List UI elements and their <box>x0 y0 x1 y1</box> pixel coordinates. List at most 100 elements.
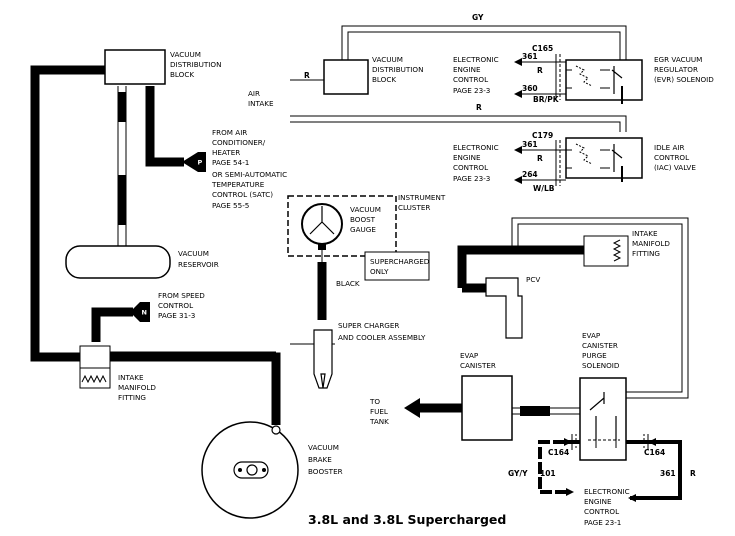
iac-3: (IAC) VALVE <box>654 163 696 172</box>
eec1-3: CONTROL <box>453 75 488 84</box>
intake-left-2: MANIFOLD <box>118 383 156 392</box>
intake-manifold-fitting-left <box>79 345 111 389</box>
egr-solenoid <box>565 59 643 104</box>
vac-dist-right-3: BLOCK <box>372 75 396 84</box>
vac-dist-right-1: VACUUM <box>372 55 403 64</box>
from-ac-4: PAGE 54-1 <box>212 158 249 167</box>
vac-dist-right-2: DISTRIBUTION <box>372 65 423 74</box>
from-speed-1: FROM SPEED <box>158 291 205 300</box>
intake-right-1: INTAKE <box>632 229 658 238</box>
supercharger-1: SUPER CHARGER <box>338 321 399 330</box>
pcv-valve <box>485 277 523 339</box>
ac-marker-label: P <box>198 159 203 167</box>
eec2-3: CONTROL <box>453 163 488 172</box>
supercharger-cooler-assembly <box>313 329 333 389</box>
diagram-title: 3.8L and 3.8L Supercharged <box>308 512 506 527</box>
pcv-hose <box>457 217 689 399</box>
labels: VACUUM DISTRIBUTION BLOCK FROM AIR CONDI… <box>118 13 714 527</box>
eec2-4: PAGE 23-3 <box>453 174 490 183</box>
instrument-cluster <box>287 195 397 257</box>
wire-r-bottom: R <box>690 469 696 478</box>
fuel-tank-1: TO <box>369 397 380 406</box>
connector-c164-right: C164 <box>644 448 665 457</box>
wire-wlb: W/LB <box>533 184 555 193</box>
from-ac-5: OR SEMI-AUTOMATIC <box>212 170 287 179</box>
fuel-tank-2: FUEL <box>370 407 388 416</box>
eec1-1: ELECTRONIC <box>453 55 499 64</box>
air-intake-2: INTAKE <box>248 99 274 108</box>
connector-c165: C165 <box>532 44 553 53</box>
pcv-label: PCV <box>526 275 540 284</box>
vacuum-brake-booster <box>201 421 299 519</box>
evap-purge-solenoid <box>579 377 627 461</box>
eec3-1: ELECTRONIC <box>584 487 630 496</box>
speed-control-marker: N <box>130 302 150 322</box>
evap-canister <box>461 375 513 441</box>
speed-marker-label: N <box>142 309 147 317</box>
from-speed-3: PAGE 31-3 <box>158 311 195 320</box>
air-intake-lines <box>290 25 627 132</box>
black-label: BLACK <box>336 279 360 288</box>
supercharged-only-1: SUPERCHARGED <box>370 257 430 266</box>
purge-1: EVAP <box>582 331 601 340</box>
wire-r-mid: R <box>476 103 482 112</box>
iac-1: IDLE AIR <box>654 143 685 152</box>
egr-connector-wires <box>520 54 566 100</box>
eec2-2: ENGINE <box>453 153 481 162</box>
from-ac-3: HEATER <box>212 148 240 157</box>
supercharger-2: AND COOLER ASSEMBLY <box>338 333 426 342</box>
from-ac-7: CONTROL (SATC) <box>212 190 273 199</box>
pin-101: 101 <box>540 469 556 478</box>
from-speed-2: CONTROL <box>158 301 193 310</box>
eec3-4: PAGE 23-1 <box>584 518 621 527</box>
fuel-tank-arrow <box>404 398 462 418</box>
egr-2: REGULATOR <box>654 65 698 74</box>
fuel-tank-3: TANK <box>369 417 389 426</box>
pin-361-c: 361 <box>660 469 676 478</box>
iac-valve <box>565 137 643 182</box>
evap-canister-2: CANISTER <box>460 361 496 370</box>
eec1-2: ENGINE <box>453 65 481 74</box>
eec3-2: ENGINE <box>584 497 612 506</box>
vacuum-hoses <box>30 65 335 425</box>
from-ac-2: CONDITIONER/ <box>212 138 266 147</box>
eec2-1: ELECTRONIC <box>453 143 499 152</box>
egr-1: EGR VACUUM <box>654 55 702 64</box>
connector-c179: C179 <box>532 131 553 140</box>
connector-c164-left: C164 <box>548 448 569 457</box>
air-intake-1: AIR <box>248 89 260 98</box>
wire-r-egr: R <box>537 66 543 75</box>
intake-left-3: FITTING <box>118 393 146 402</box>
pin-264: 264 <box>522 170 538 179</box>
boost-gauge-1: VACUUM <box>350 205 381 214</box>
boost-gauge-3: GAUGE <box>350 225 376 234</box>
iac-2: CONTROL <box>654 153 689 162</box>
vac-dist-left-3: BLOCK <box>170 70 194 79</box>
from-ac-8: PAGE 55-5 <box>212 201 249 210</box>
intake-right-2: MANIFOLD <box>632 239 670 248</box>
intake-manifold-fitting-right <box>583 235 629 267</box>
wire-brpk: BR/PK <box>533 95 560 104</box>
eec3-3: CONTROL <box>584 507 619 516</box>
reservoir-2: RESERVOIR <box>178 260 219 269</box>
boost-gauge-2: BOOST <box>350 215 376 224</box>
pin-361-a: 361 <box>522 52 538 61</box>
from-ac-6: TEMPERATURE <box>211 180 265 189</box>
purge-3: PURGE <box>582 351 607 360</box>
vac-dist-left-2: DISTRIBUTION <box>170 60 221 69</box>
purge-hose <box>512 406 580 416</box>
booster-2: BRAKE <box>308 455 332 464</box>
booster-3: BOOSTER <box>308 467 343 476</box>
pin-361-b: 361 <box>522 140 538 149</box>
wire-r-iac: R <box>537 154 543 163</box>
purge-4: SOLENOID <box>582 361 620 370</box>
wire-r-left: R <box>304 71 310 80</box>
wire-gyy: GY/Y <box>508 469 528 478</box>
wire-gy: GY <box>472 13 484 22</box>
instrument-cluster-2: CLUSTER <box>398 203 430 212</box>
booster-1: VACUUM <box>308 443 339 452</box>
vacuum-distribution-block-right <box>323 59 369 95</box>
reservoir-1: VACUUM <box>178 249 209 258</box>
iac-connector-wires <box>520 140 566 186</box>
ac-connector-marker: P <box>182 152 206 172</box>
